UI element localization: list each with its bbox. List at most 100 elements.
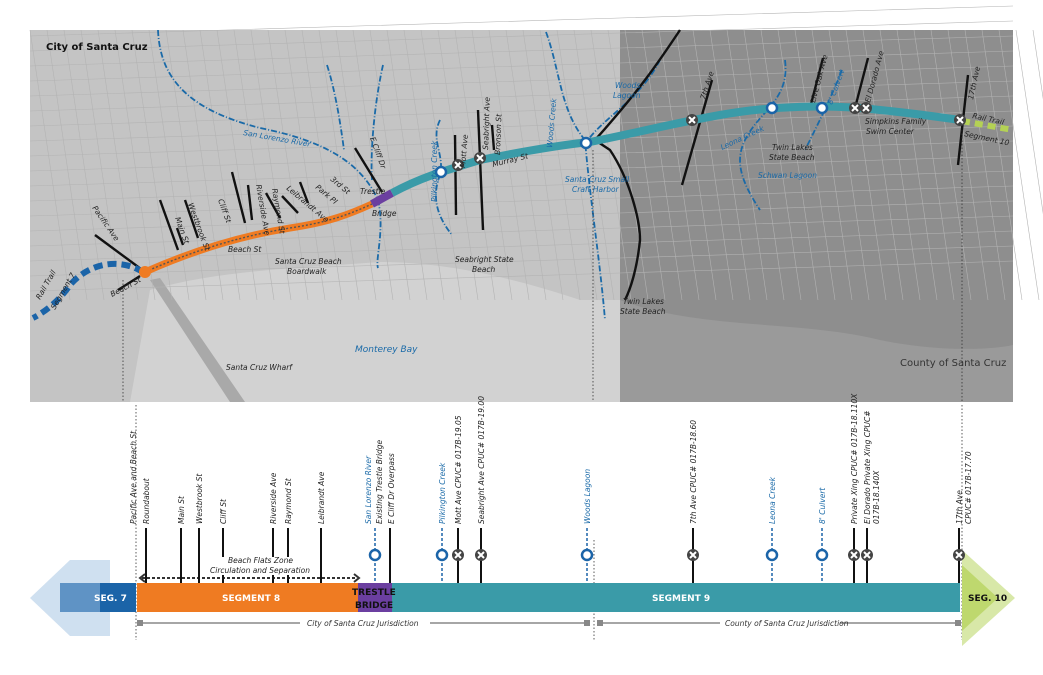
street-grid-line xyxy=(29,65,1014,97)
feature-label: Riverside Ave xyxy=(269,472,278,524)
street-grid-line xyxy=(607,29,649,301)
diagram-feature[interactable]: Woods Lagoon xyxy=(580,469,594,583)
street-grid-line xyxy=(267,29,309,301)
street-grid-line xyxy=(522,29,564,301)
twin-lakes-beach-label: State Beach xyxy=(620,307,666,316)
label-bg xyxy=(300,617,430,629)
diagram-feature[interactable]: Pilkington Creek xyxy=(435,462,449,583)
x-mark-icon xyxy=(689,551,697,559)
diagram-feature[interactable]: Main St xyxy=(177,495,186,583)
street-grid-line xyxy=(539,29,581,301)
twin-lakes-beach-label: Twin Lakes xyxy=(772,143,813,152)
feature-label: 17th Ave xyxy=(955,490,964,524)
street-grid-line xyxy=(1032,29,1043,100)
trestle-bar[interactable] xyxy=(358,583,392,612)
street-grid-line xyxy=(63,29,105,301)
county-jurisdiction-label: County of Santa Cruz Jurisdiction xyxy=(725,619,849,628)
diagram-feature[interactable]: Private Xing CPUC# 017B-18.110X xyxy=(848,393,860,583)
street-grid-line xyxy=(29,155,1014,187)
feature-label: 8' Culvert xyxy=(818,487,827,524)
diagram-feature[interactable]: Westbrook St xyxy=(195,473,204,583)
water-crossing-icon xyxy=(368,548,382,562)
segment-diagram: SEG. 7 SEGMENT 8 SEGMENT 9 TRESTLE BRIDG… xyxy=(30,393,1015,646)
diagram-feature[interactable]: Seabright Ave CPUC# 017B-19.00 xyxy=(475,396,487,583)
street-grid-line xyxy=(301,29,343,301)
street-grid-line xyxy=(318,29,360,301)
street-grid-line xyxy=(471,29,513,301)
roundabout-marker xyxy=(139,266,151,278)
street-grid-line xyxy=(29,110,1014,142)
feature-label: 7th Ave CPUC# 017B-18.60 xyxy=(689,420,698,524)
street-grid-line xyxy=(403,29,445,301)
jurisdiction-endpoint xyxy=(955,620,961,626)
water-crossing-icon xyxy=(580,548,594,562)
county-label: County of Santa Cruz xyxy=(900,358,1006,369)
feature-label: El Dorado Private Xing CPUC# xyxy=(863,410,872,524)
branch-creek-line xyxy=(326,64,345,151)
segment9-bar[interactable] xyxy=(392,583,960,612)
diagram-feature[interactable]: Leibrandt Ave xyxy=(317,471,326,583)
simpkins-label: Simpkins Family xyxy=(865,117,927,126)
water-crossing-icon xyxy=(815,101,829,115)
feature-label: CPUC# 017B-17.70 xyxy=(964,451,973,524)
feature-label: Leona Creek xyxy=(768,476,777,524)
segment7-label: SEG. 7 xyxy=(94,594,127,604)
harbor-label: Santa Cruz Small xyxy=(565,175,630,184)
x-mark-icon xyxy=(850,551,858,559)
diagram-feature[interactable]: Cliff St xyxy=(219,498,228,583)
beach-flats-label: Beach Flats Zone xyxy=(228,556,293,565)
street-grid-line xyxy=(29,185,1014,217)
diagram-feature[interactable]: 7th Ave CPUC# 017B-18.60 xyxy=(687,420,699,583)
trestle-label: TRESTLE xyxy=(352,588,396,598)
diagram-feature[interactable]: Mott Ave CPUC# 017B-19.05 xyxy=(452,415,464,583)
woods-creek-label: Woods Creek xyxy=(545,97,558,148)
feature-label: San Lorenzo River xyxy=(364,455,373,524)
street-label: Mott Ave xyxy=(458,134,470,169)
segment10-arrow-inner xyxy=(962,565,998,631)
street-grid-line xyxy=(964,29,1006,301)
street-grid-line xyxy=(97,29,139,301)
street-grid-line xyxy=(930,29,972,301)
street-label: Bronson St xyxy=(493,113,503,155)
harbor-label: Craft Harbor xyxy=(572,185,620,194)
diagram-feature[interactable]: Roundabout xyxy=(142,477,151,583)
street-grid-line xyxy=(233,29,275,301)
diagram-feature[interactable]: Raymond St xyxy=(284,477,293,583)
street-grid-line xyxy=(726,29,768,301)
simpkins-label: Swim Center xyxy=(866,127,915,136)
feature-label: Raymond St xyxy=(284,477,293,524)
diagram-feature[interactable]: El Dorado Private Xing CPUC#017B-18.140X xyxy=(861,410,881,583)
pilkington-creek-label: Pilkington Creek xyxy=(430,140,439,202)
diagram-feature[interactable]: San Lorenzo River xyxy=(364,455,382,583)
bay-label: Monterey Bay xyxy=(355,345,418,355)
street-grid-line xyxy=(386,29,428,301)
diagram-feature[interactable]: Riverside Ave xyxy=(269,472,278,583)
street-grid-line xyxy=(947,29,989,301)
segment8-bar[interactable] xyxy=(137,583,358,612)
diagram-feature[interactable]: Existing Trestle Bridge xyxy=(375,439,384,524)
street-grid-line xyxy=(862,29,904,301)
seabright-beach-label: Seabright State xyxy=(455,255,514,264)
arrowhead-left-icon xyxy=(138,573,146,583)
label-bg xyxy=(720,617,840,629)
diagram-feature[interactable]: 8' Culvert xyxy=(815,487,829,583)
diagram-feature[interactable]: Pacific Ave and Beach St xyxy=(129,430,138,524)
x-mark-icon xyxy=(862,104,870,112)
feature-label: Mott Ave CPUC# 017B-19.05 xyxy=(454,415,463,524)
feature-label: Pilkington Creek xyxy=(438,462,447,524)
street-grid-line xyxy=(828,29,870,301)
water-crossing-icon xyxy=(434,165,448,179)
street-grid-line xyxy=(29,80,1014,112)
street-grid-line xyxy=(29,35,1014,67)
twin-lakes-beach-label: State Beach xyxy=(769,153,815,162)
street-grid-line xyxy=(658,29,700,301)
twin-lakes-beach-label: Twin Lakes xyxy=(623,297,664,306)
diagram-feature[interactable]: Leona Creek xyxy=(765,476,779,583)
street-grid-line xyxy=(573,29,615,301)
jurisdiction-endpoint xyxy=(597,620,603,626)
jurisdiction-boundaries xyxy=(122,130,963,402)
x-mark-icon xyxy=(863,551,871,559)
diagram-feature[interactable]: E Cliff Dr Overpass xyxy=(387,453,396,583)
trestle-label: Trestle xyxy=(360,187,386,196)
